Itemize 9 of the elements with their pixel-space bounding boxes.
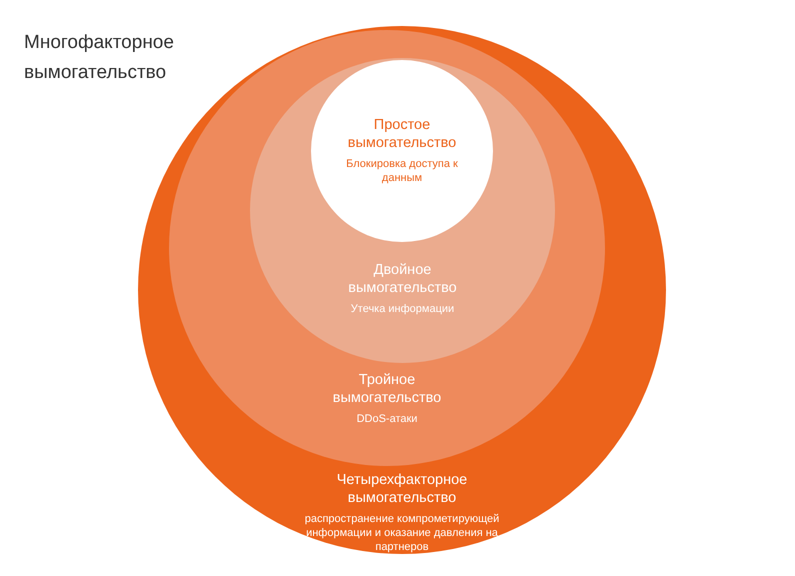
circle-title: Четырехфакторное вымогательство — [336, 471, 468, 507]
circle-description: распространение компрометирующей информации и оказание давления на партнеров — [304, 512, 500, 554]
circle-description: Утечка информации — [350, 302, 456, 316]
circle-title: Тройное вымогательство — [332, 371, 442, 407]
circle-title: Двойное вымогательство — [347, 261, 458, 297]
circle-description: Блокировка доступа к данным — [345, 157, 459, 185]
circle-description: DDoS-атаки — [356, 412, 418, 426]
heading: Многофакторное вымогательство — [24, 31, 175, 85]
circle-title: Простое вымогательство — [346, 116, 458, 152]
